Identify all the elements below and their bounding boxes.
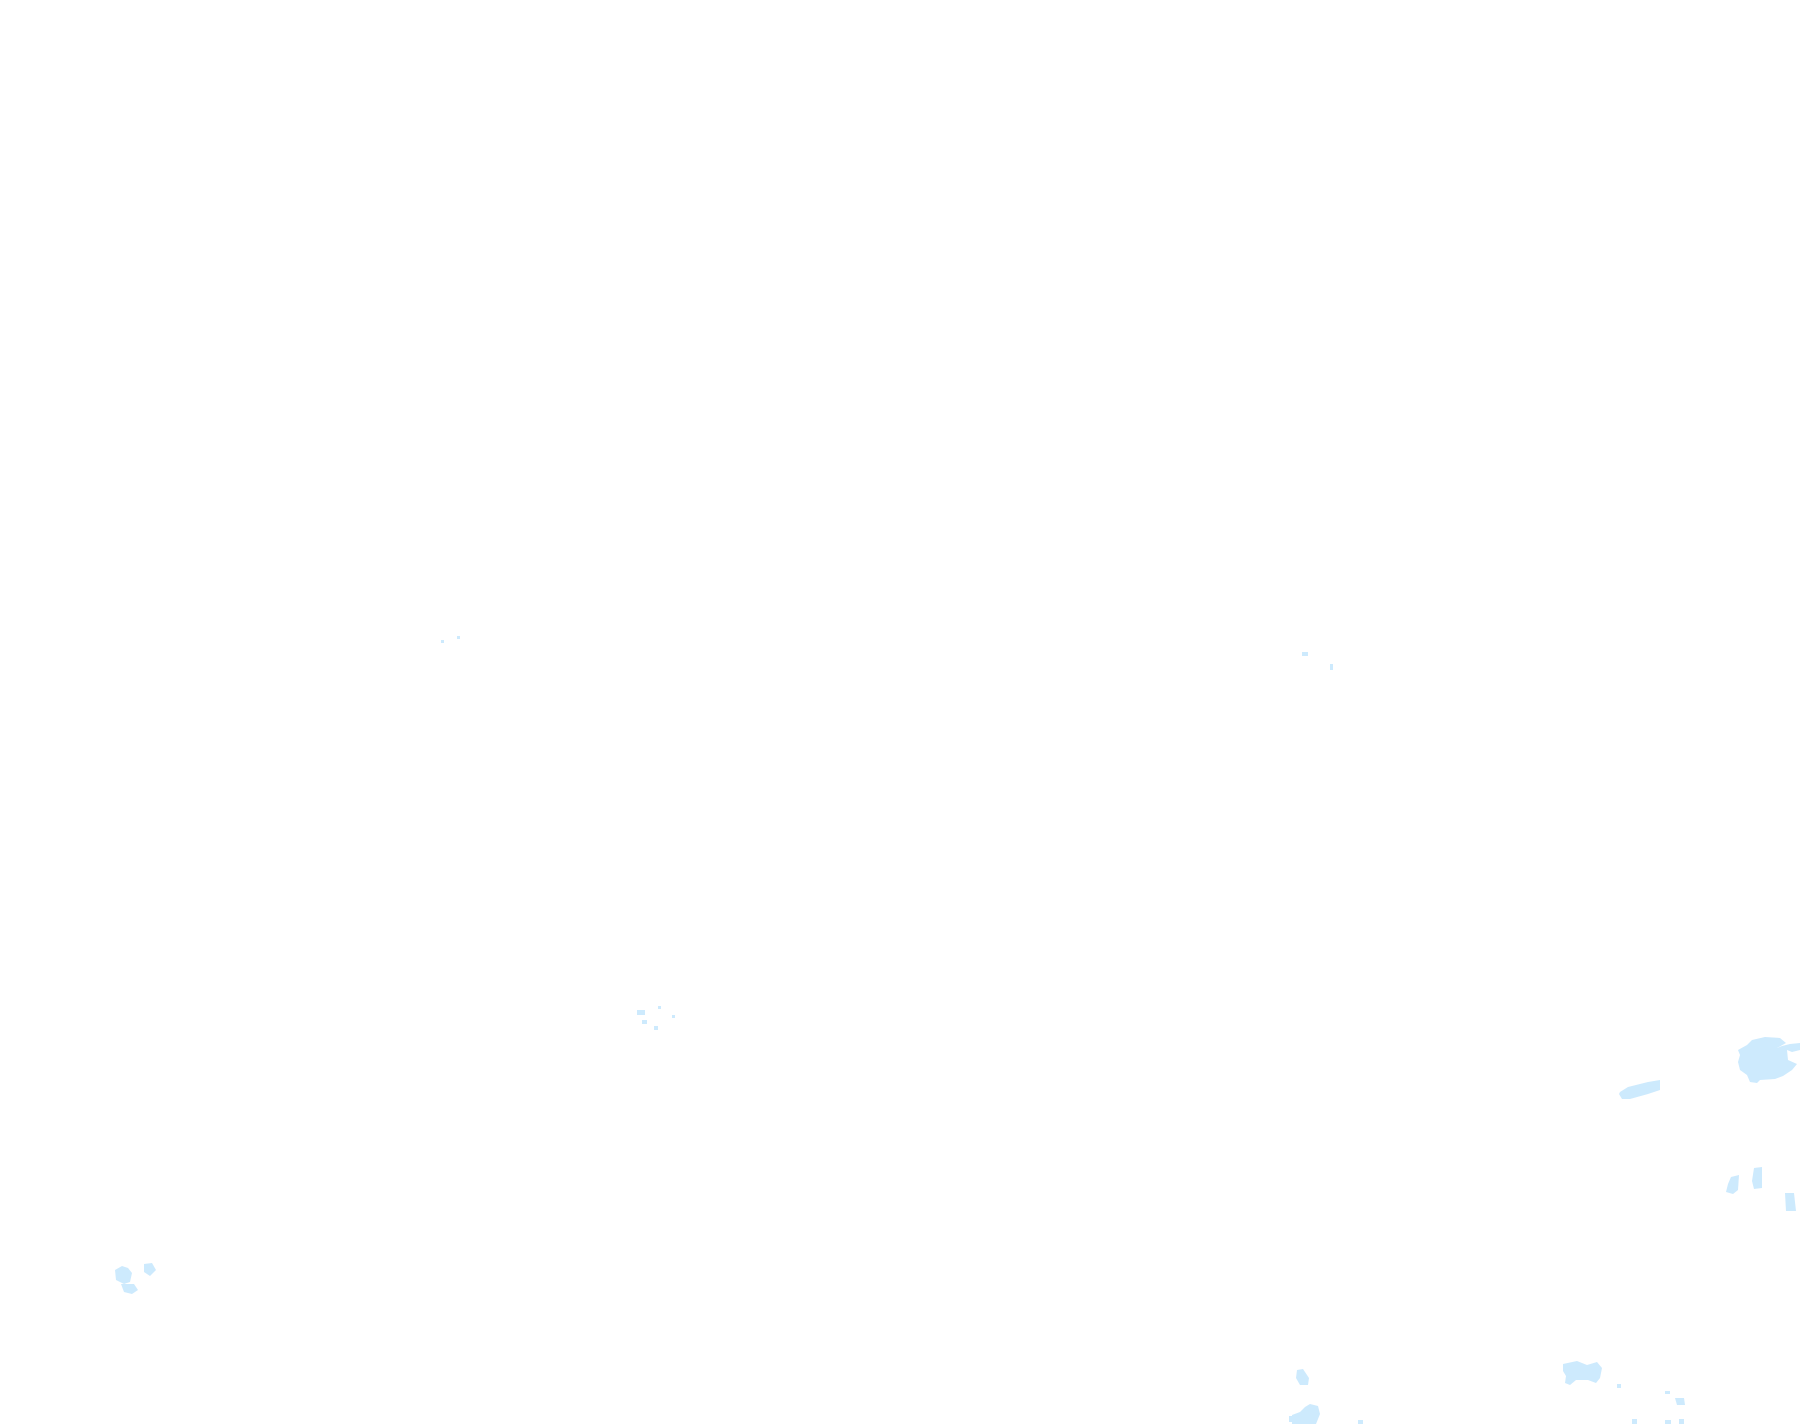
lake-elongated	[1619, 1080, 1660, 1099]
lake-strip-1	[1726, 1175, 1739, 1194]
lake-cluster-west	[144, 1263, 156, 1276]
lake-cluster-west	[121, 1284, 138, 1294]
pond	[1330, 664, 1333, 670]
pond	[642, 1020, 647, 1024]
pond	[1289, 1416, 1293, 1422]
pond	[637, 1010, 645, 1015]
lake-cluster-west	[115, 1266, 132, 1284]
pond	[1302, 652, 1308, 656]
pond	[1358, 1420, 1363, 1424]
lake-strip-2	[1752, 1167, 1762, 1189]
lake-cluster-south	[1563, 1361, 1602, 1385]
pond	[1665, 1391, 1670, 1394]
pond	[441, 640, 444, 643]
lake-strip-3	[1785, 1193, 1796, 1211]
pond	[1665, 1420, 1671, 1424]
pond	[1617, 1384, 1621, 1388]
pond	[1675, 1398, 1685, 1405]
pond	[658, 1006, 661, 1009]
lake-cluster-southcentral	[1296, 1369, 1309, 1385]
pond	[654, 1026, 658, 1030]
lake-large-east	[1738, 1037, 1800, 1083]
pond	[457, 636, 460, 639]
lake-cluster-southcentral	[1292, 1404, 1320, 1424]
pond	[672, 1015, 675, 1018]
pond	[1632, 1419, 1637, 1424]
pond	[1679, 1419, 1684, 1424]
